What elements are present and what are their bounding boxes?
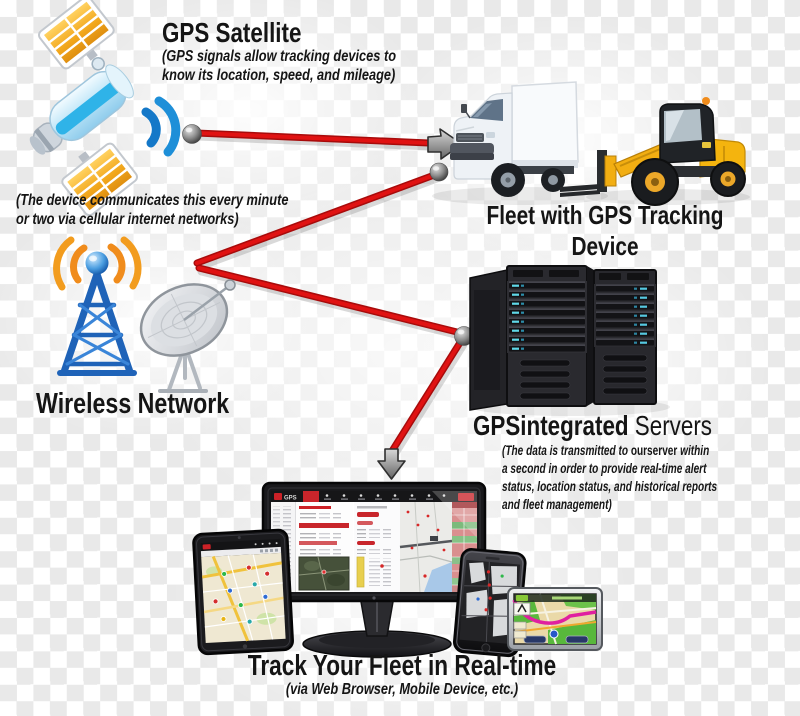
- tablet-icon: [192, 528, 294, 656]
- server-racks-icon: [469, 265, 670, 416]
- smartphone-home-button[interactable]: [481, 643, 491, 653]
- dashboard-menu-icons[interactable]: [324, 494, 446, 500]
- gps-navigator-screen[interactable]: [512, 593, 597, 645]
- servers-title-rest: Servers: [628, 410, 712, 441]
- truck-icon: [432, 81, 608, 205]
- servers-title-brand: GPSintegrated: [473, 410, 629, 441]
- device-communication-note: (The device communicates this every minu…: [16, 192, 289, 228]
- dashboard-detail-panel[interactable]: [354, 502, 400, 592]
- satellite-note: (GPS signals allow tracking devices to k…: [162, 48, 397, 84]
- dashboard-map[interactable]: [399, 501, 453, 593]
- signal-waves-icon: [141, 96, 181, 157]
- satellite-title: GPS Satellite: [162, 17, 302, 48]
- junction-node: [182, 124, 474, 346]
- forklift-icon: [560, 97, 750, 206]
- fleet-title: Fleet with GPS Tracking Device: [486, 200, 724, 261]
- down-arrow-icon: [377, 448, 406, 480]
- wireless-network-title: Wireless Network: [36, 388, 230, 420]
- connector-lines: [192, 129, 468, 459]
- dashboard-screen: GPS: [271, 491, 477, 593]
- satellite-dish-icon: [139, 279, 236, 393]
- cell-tower-icon: [53, 236, 142, 376]
- tablet-home-button[interactable]: [242, 644, 248, 649]
- dashboard-alert-badge[interactable]: [458, 493, 474, 501]
- tracking-subtitle: (via Web Browser, Mobile Device, etc.): [285, 681, 519, 698]
- dashboard-logo: GPS: [284, 496, 297, 502]
- gps-navigator-icon: [507, 587, 603, 651]
- servers-note-suffix: within a second in order to provide real…: [502, 442, 718, 512]
- dashboard-active-tab[interactable]: [303, 491, 319, 502]
- servers-title: GPSintegrated Servers: [473, 410, 712, 442]
- tablet-map[interactable]: [201, 552, 286, 643]
- servers-note-highlight: ourserver: [630, 442, 678, 458]
- satellite-icon: [29, 0, 139, 217]
- servers-note-prefix: (The data is transmitted to: [502, 442, 631, 458]
- monitor-icon: GPS: [261, 481, 487, 658]
- servers-note: (The data is transmitted to ourserver wi…: [502, 441, 718, 513]
- tracking-title: Track Your Fleet in Real-time: [247, 650, 557, 682]
- dashboard-list-panel[interactable]: [296, 502, 353, 592]
